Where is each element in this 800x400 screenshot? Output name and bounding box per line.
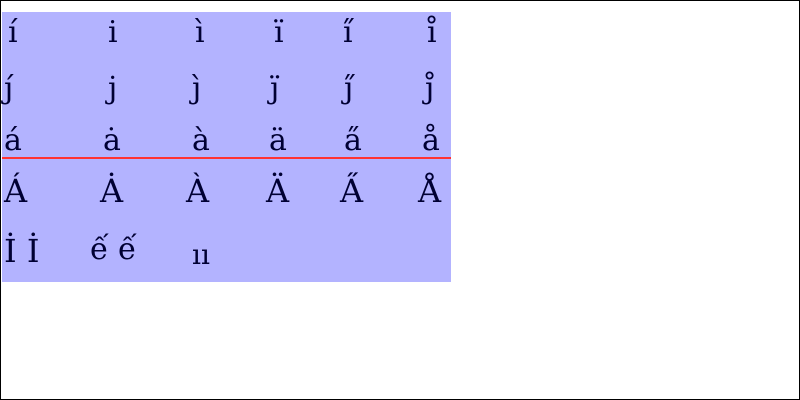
glyph-row-dotless-i: ı́ i ı̀ ı̈ ı̋ ı̊ [2, 18, 451, 58]
glyph-panel: ı́ i ı̀ ı̈ ı̋ ı̊ ȷ́ j ȷ̀ ȷ̈ ȷ̋ ȷ̊ á ȧ à … [2, 12, 451, 282]
glyph: j [108, 71, 118, 106]
glyph: ı̊ [427, 15, 437, 50]
glyph: ȷ̈ [270, 71, 280, 106]
glyph: Ȧ [100, 172, 124, 210]
glyph: ȧ [103, 123, 121, 158]
glyph: Ä [266, 172, 290, 210]
glyph: ȷ̊ [425, 71, 435, 106]
glyph: ı̋ [343, 15, 353, 50]
glyph: ı́ [8, 15, 18, 50]
glyph: ȷ̋ [344, 71, 354, 106]
glyph: ı̈ [274, 15, 284, 50]
glyph-row-dotless-j: ȷ́ j ȷ̀ ȷ̈ ȷ̋ ȷ̊ [2, 74, 451, 114]
glyph: å [422, 123, 440, 158]
glyph: A̋ [340, 172, 364, 210]
baseline-rule [2, 157, 451, 159]
e-circumflex-acute-pair: ế ế [90, 232, 137, 267]
glyph: a̋ [344, 123, 362, 158]
glyph: Á [4, 172, 28, 210]
glyph: ȷ̀ [192, 71, 202, 106]
glyph: à [192, 123, 210, 158]
glyph-row-a-lower: á ȧ à ä a̋ å [2, 126, 451, 166]
glyph: ä [269, 123, 287, 158]
glyph-row-a-upper: Á Ȧ À Ä A̋ Å [2, 175, 451, 215]
glyph: Å [418, 172, 442, 210]
glyph: À [186, 172, 210, 210]
glyph: i [108, 15, 118, 50]
dotted-capital-i-pair: İ İ [4, 232, 40, 270]
glyph: á [4, 123, 22, 158]
glyph-row-misc: İ İ ế ế ıı [2, 235, 451, 275]
glyph: ı̀ [195, 15, 205, 50]
dotless-i-pair: ıı [192, 238, 210, 271]
glyph: ȷ́ [4, 71, 14, 106]
